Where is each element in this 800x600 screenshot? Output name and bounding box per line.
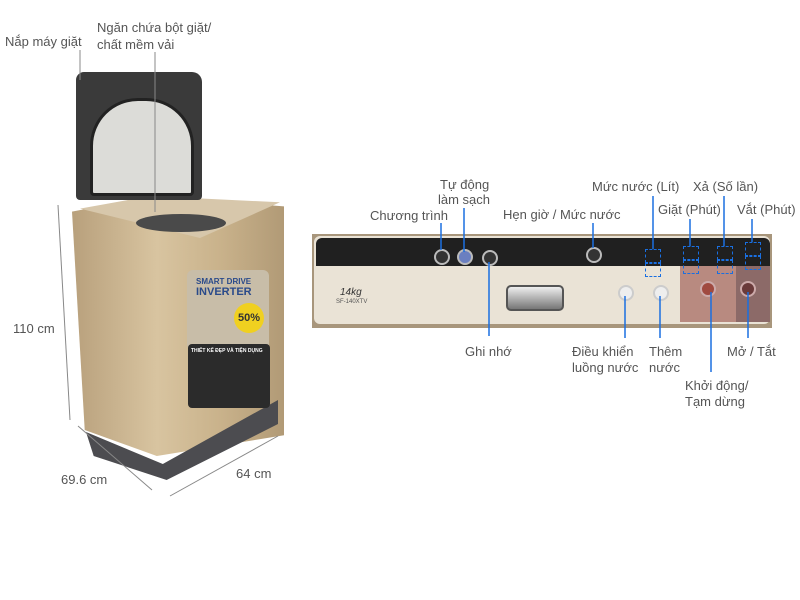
capacity-label: 14kg — [340, 287, 362, 298]
memory-label: Ghi nhớ — [465, 344, 512, 359]
wash-up-marker — [683, 246, 699, 260]
auto-clean-button[interactable] — [457, 249, 473, 265]
rinse-label: Xả (Số lần) — [693, 179, 759, 194]
auto-clean-label-line1: Tự động — [440, 177, 490, 192]
start-label-line2: Tạm dừng — [685, 394, 746, 409]
program-label: Chương trình — [370, 208, 448, 223]
timer-water-label: Hẹn giờ / Mức nước — [503, 207, 621, 222]
width-label: 64 cm — [236, 466, 272, 481]
design-banner-text: THIẾT KẾ ĐẸP VÀ TIỆN DỤNG — [191, 348, 263, 354]
model-label: SF-140XTV — [336, 299, 368, 305]
saving-badge: 50% — [234, 303, 264, 333]
lid-window — [90, 98, 194, 196]
brand-line2: INVERTER — [196, 286, 252, 298]
program-button[interactable] — [434, 249, 450, 265]
spin-up-marker — [745, 242, 761, 256]
water-level-up-marker — [645, 249, 661, 263]
memory-button[interactable] — [482, 250, 498, 266]
add-water-label-line1: Thêm — [649, 344, 683, 359]
timer-water-button[interactable] — [586, 247, 602, 263]
water-level-down-marker — [645, 263, 661, 277]
wash-down-marker — [683, 260, 699, 274]
flow-control-button[interactable] — [618, 285, 634, 301]
flow-label-line2: luồng nước — [572, 360, 639, 375]
water-level-label: Mức nước (Lít) — [592, 179, 680, 194]
add-water-label-line2: nước — [649, 360, 680, 375]
spin-down-marker — [745, 256, 761, 270]
rinse-down-marker — [717, 260, 733, 274]
spin-label: Vắt (Phút) — [737, 202, 796, 217]
start-pause-button[interactable] — [700, 281, 716, 297]
panel-display-strip — [316, 238, 770, 266]
detergent-label-line1: Ngăn chứa bột giặt/ — [97, 20, 212, 35]
add-water-button[interactable] — [653, 285, 669, 301]
rinse-up-marker — [717, 246, 733, 260]
lid-label: Nắp máy giặt — [5, 34, 82, 49]
wash-label: Giặt (Phút) — [658, 202, 721, 217]
power-label: Mở / Tắt — [727, 344, 776, 359]
auto-clean-label-line2: làm sạch — [438, 192, 491, 207]
start-label-line1: Khởi động/ — [685, 378, 749, 393]
height-dimension — [57, 204, 71, 421]
brand-line1: SMART DRIVE — [196, 277, 252, 286]
width-dimension — [169, 435, 279, 497]
detergent-label-line2: chất mềm vải — [97, 37, 175, 52]
washer-drum — [136, 214, 226, 232]
height-label: 110 cm — [13, 321, 55, 336]
depth-dimension — [77, 425, 153, 491]
panel-handle — [506, 285, 564, 311]
design-banner: THIẾT KẾ ĐẸP VÀ TIỆN DỤNG — [188, 344, 270, 408]
depth-label: 69.6 cm — [61, 472, 108, 487]
flow-label-line1: Điều khiển — [572, 344, 634, 359]
